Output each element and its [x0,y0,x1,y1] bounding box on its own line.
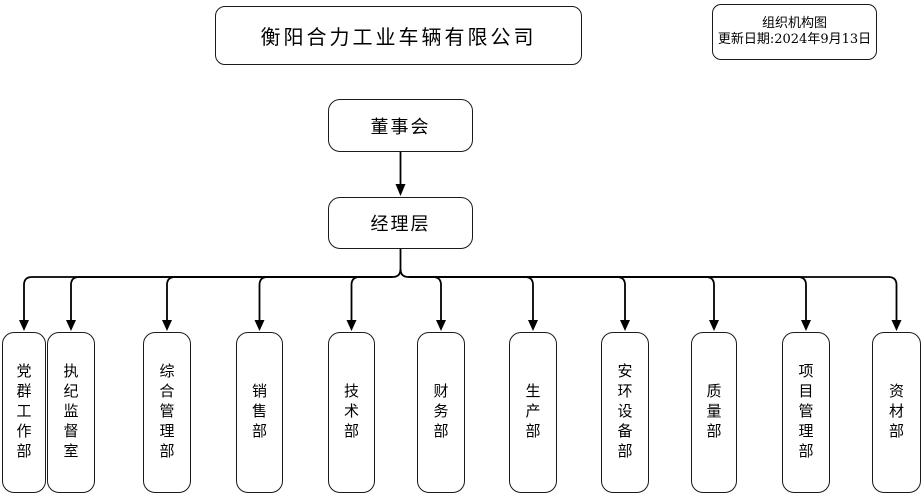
arrowhead [19,320,29,331]
company-title: 衡阳合力工业车辆有限公司 [260,25,537,49]
arrowhead [395,184,406,196]
dept-node-3: 综合管理部 [143,332,191,493]
connector-line [408,276,534,320]
board-node: 董事会 [328,99,473,152]
legend-box: 组织机构图 更新日期:2024年9月13日 [712,4,877,60]
connector-line [408,276,715,320]
dept-node-7: 生产部 [509,332,557,493]
dept-node-label: 资材部 [887,382,905,443]
legend-title: 组织机构图 [761,16,827,31]
arrowhead [891,320,902,331]
connector-line-group [23,152,898,320]
dept-node-label: 党群工作部 [14,362,33,463]
dept-node-4: 销售部 [236,332,283,493]
connector-line [258,276,393,320]
management-node-label: 经理层 [370,214,431,235]
company-title-box: 衡阳合力工业车辆有限公司 [215,6,582,65]
dept-node-label: 项目管理部 [796,362,815,463]
legend-update-date: 更新日期:2024年9月13日 [717,32,872,47]
dept-node-6: 财务部 [417,332,465,493]
dept-node-label: 执纪监督室 [61,362,80,463]
dept-node-11: 资材部 [872,332,921,493]
arrowhead [162,320,172,331]
arrowhead [66,320,76,331]
dept-node-5: 技术部 [328,332,375,493]
connector-line [166,276,393,320]
arrowhead [436,320,446,331]
dept-node-9: 质量部 [691,332,737,493]
arrowhead [709,320,719,331]
management-node: 经理层 [328,197,473,249]
arrowhead [528,320,538,331]
dept-node-8: 安环设备部 [601,332,649,493]
dept-node-1: 党群工作部 [2,332,46,493]
connector-line [408,276,898,320]
dept-node-label: 生产部 [523,382,542,443]
connector-line [70,276,393,320]
connector-line [392,268,402,278]
board-node-label: 董事会 [370,116,431,138]
arrowhead [254,320,265,331]
dept-node-label: 销售部 [250,382,268,443]
arrowhead [801,320,811,331]
arrowhead [346,320,357,331]
arrowhead-group [19,184,902,331]
connector-line [23,276,393,320]
arrowhead [620,320,630,331]
connector-line [408,276,442,320]
connector-line [350,276,393,320]
dept-node-10: 项目管理部 [782,332,830,493]
dept-node-label: 安环设备部 [615,362,634,463]
dept-node-2: 执纪监督室 [47,332,95,493]
connector-line [408,276,807,320]
connector-line [399,268,409,278]
dept-node-label: 综合管理部 [157,362,176,463]
dept-node-label: 技术部 [342,382,360,443]
dept-node-label: 质量部 [704,382,723,443]
dept-node-label: 财务部 [431,382,450,443]
